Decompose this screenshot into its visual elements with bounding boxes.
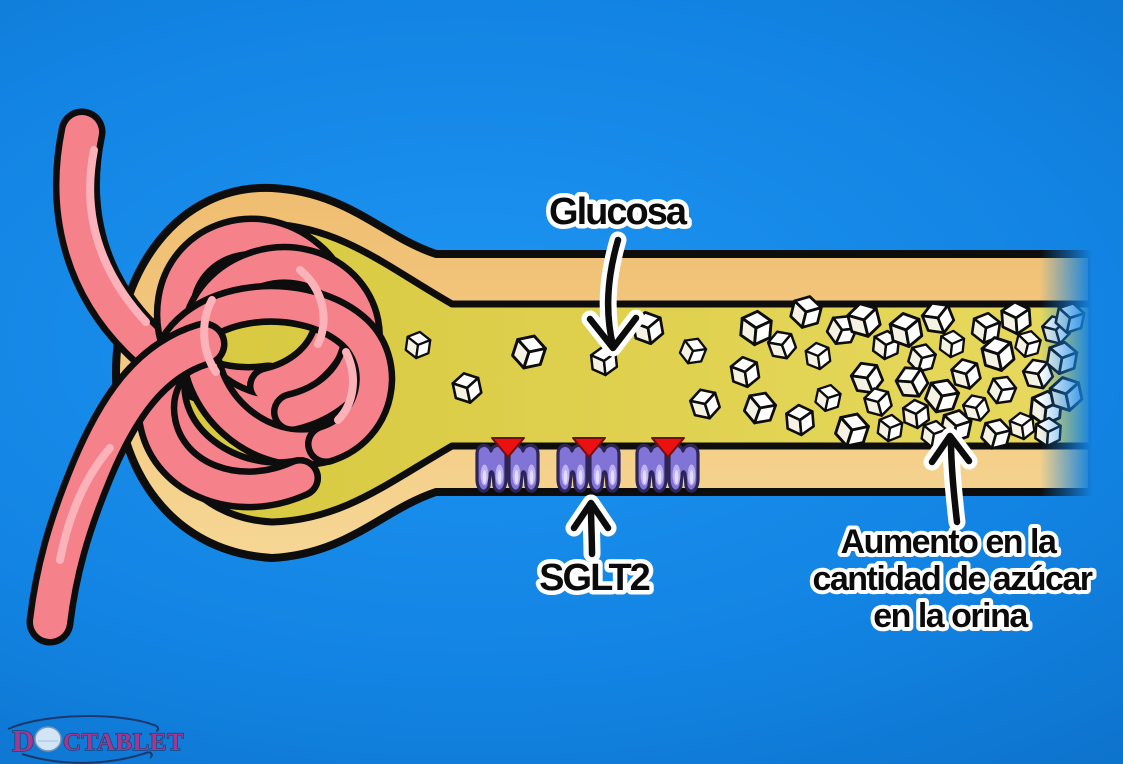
sugar-cube xyxy=(729,355,761,389)
sugar-cube xyxy=(863,387,893,417)
logo-letter-d: D xyxy=(12,723,34,758)
sglt2-transporters xyxy=(475,437,700,493)
sugar-cube xyxy=(1048,376,1084,412)
doctablet-logo: D CTABLET xyxy=(7,715,184,764)
glucose-arrow xyxy=(581,231,645,357)
sugar-cube xyxy=(846,302,882,338)
sugar-cube xyxy=(1054,302,1086,334)
sugar-cube xyxy=(923,378,961,414)
logo-flourish-bottom xyxy=(21,751,153,764)
glomerulus-capillaries xyxy=(26,108,396,646)
sugar-cube xyxy=(980,336,1016,372)
sglt2-label: SGLT2 xyxy=(539,557,650,599)
logo-flourish-top xyxy=(7,715,160,732)
sugar-cube xyxy=(980,418,1012,450)
sugar-cube xyxy=(789,295,823,329)
sugar-cube xyxy=(876,413,904,443)
sugar-cube xyxy=(938,329,966,359)
sugar-cube xyxy=(785,403,815,437)
sugar-cube xyxy=(894,366,930,398)
sugar-cube xyxy=(1045,340,1079,376)
sugar-cube xyxy=(689,388,721,420)
sugar-cube xyxy=(766,330,798,360)
sugar-cube xyxy=(678,337,708,365)
sugar-cube xyxy=(1000,300,1032,336)
capillary-highlight xyxy=(56,444,114,564)
sugar-cube xyxy=(589,345,619,377)
urine-sugar-label-line2: cantidad de azúcar xyxy=(812,560,1092,598)
logo-letters-rest: CTABLET xyxy=(63,729,184,756)
glucose-binding-triangle xyxy=(491,437,525,458)
sugar-cube xyxy=(901,398,931,430)
urine-sugar-label: Aumento en la cantidad de azúcar en la o… xyxy=(808,519,1098,639)
glucose-binding-triangle xyxy=(572,437,606,458)
sglt2-transporter xyxy=(475,437,540,493)
sugar-cube xyxy=(739,309,773,347)
capillary-highlight xyxy=(296,266,328,348)
sugar-cube xyxy=(1021,358,1055,390)
sugar-cube xyxy=(511,334,547,370)
logo-pill-icon xyxy=(34,726,62,752)
sugar-cube xyxy=(986,375,1018,405)
urine-sugar-arrow xyxy=(923,427,978,531)
sugar-cube xyxy=(1034,416,1062,448)
sugar-cube xyxy=(961,394,991,422)
sglt2-transporter xyxy=(556,437,621,493)
capillary-highlight xyxy=(200,296,220,376)
sugar-cube xyxy=(1008,411,1036,441)
glucose-cube-field xyxy=(404,295,1086,450)
sugar-cube xyxy=(950,358,982,390)
sugar-cube xyxy=(920,301,956,335)
sugar-cube xyxy=(804,341,832,371)
capillary-highlight xyxy=(334,348,357,424)
capillary-loop xyxy=(145,282,396,502)
sglt2-arrow xyxy=(565,494,617,563)
sugar-cube xyxy=(814,383,842,413)
sugar-cube xyxy=(742,391,778,425)
sugar-cube xyxy=(404,330,432,360)
sugar-cube xyxy=(1014,330,1042,358)
annotation-arrows xyxy=(565,231,978,563)
urine-sugar-label-line1: Aumento en la xyxy=(841,523,1058,561)
sugar-cube xyxy=(834,412,870,448)
urine-sugar-label-line3: en la orina xyxy=(873,597,1029,635)
capillary-highlight xyxy=(86,146,150,326)
glucose-label: Glucosa xyxy=(549,191,688,233)
glucose-binding-triangle xyxy=(651,437,685,458)
sglt2-transporter xyxy=(635,437,700,493)
sugar-cube xyxy=(451,372,483,404)
sugar-cube xyxy=(888,311,924,349)
